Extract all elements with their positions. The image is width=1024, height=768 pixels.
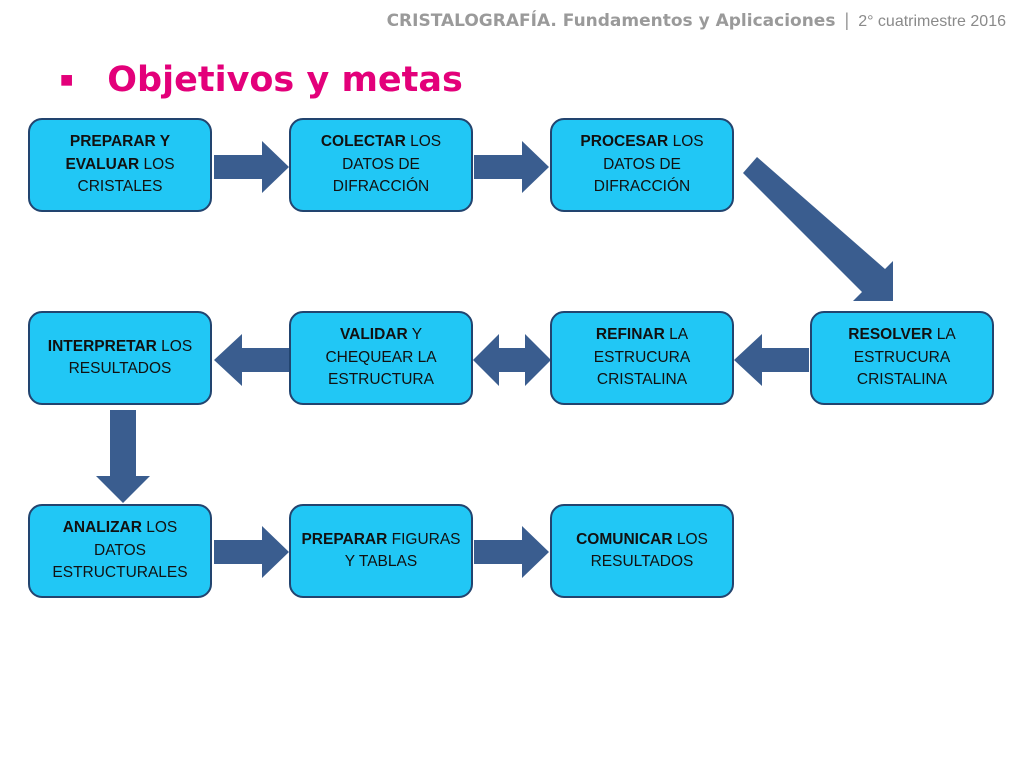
step-text: LA ESTRUCURA CRISTALINA [593,326,691,389]
step-comunicar-resultados: COMUNICAR LOS RESULTADOS [550,504,734,598]
arrow-right-3 [214,526,289,578]
header-separator: | [844,10,850,30]
arrow-right-1 [214,141,289,193]
step-refinar-estructura: REFINAR LA ESTRUCURA CRISTALINA [550,311,734,405]
arrow-right-4 [474,526,549,578]
course-title: CRISTALOGRAFÍA. Fundamentos y Aplicacion… [386,11,836,31]
arrow-right-2 [474,141,549,193]
step-validar-chequear: VALIDAR Y CHEQUEAR LA ESTRUCTURA [289,311,473,405]
step-text: Y CHEQUEAR LA ESTRUCTURA [325,326,437,389]
step-analizar-datos: ANALIZAR LOS DATOS ESTRUCTURALES [28,504,212,598]
step-keyword: COLECTAR [320,133,406,151]
step-keyword: ANALIZAR [62,519,142,537]
slide-header: CRISTALOGRAFÍA. Fundamentos y Aplicacion… [387,10,1006,31]
step-text: LOS DATOS DE DIFRACCIÓN [593,133,704,196]
step-preparar-evaluar-cristales: PREPARAR Y EVALUAR LOS CRISTALES [28,118,212,212]
page-title: Objetivos y metas [107,60,463,100]
step-resolver-estructura: RESOLVER LA ESTRUCURA CRISTALINA [810,311,994,405]
arrow-left-2 [214,334,290,386]
arrow-left-1 [734,334,809,386]
step-keyword: VALIDAR [339,326,408,344]
step-keyword: REFINAR [595,326,665,344]
course-term: 2° cuatrimestre 2016 [858,13,1006,30]
step-keyword: INTERPRETAR [47,337,157,355]
step-interpretar-resultados: INTERPRETAR LOS RESULTADOS [28,311,212,405]
step-text: FIGURAS Y TABLAS [344,530,461,570]
slide-title: ■ Objetivos y metas [60,60,463,100]
step-keyword: PROCESAR [580,133,669,151]
step-keyword: PREPARAR Y EVALUAR [65,133,171,173]
step-preparar-figuras: PREPARAR FIGURAS Y TABLAS [289,504,473,598]
step-text: LOS RESULTADOS [68,337,193,377]
step-keyword: PREPARAR [301,530,388,548]
step-procesar-datos: PROCESAR LOS DATOS DE DIFRACCIÓN [550,118,734,212]
step-text: LOS DATOS ESTRUCTURALES [52,519,188,582]
step-keyword: COMUNICAR [576,530,673,548]
step-text: LOS CRISTALES [77,155,175,196]
step-text: LA ESTRUCURA CRISTALINA [853,326,956,389]
step-text: LOS RESULTADOS [590,530,708,570]
arrow-diagonal-down [743,157,893,301]
step-keyword: RESOLVER [848,326,933,344]
step-text: LOS DATOS DE DIFRACCIÓN [332,133,442,196]
arrow-double-headed [473,334,551,386]
square-bullet-icon: ■ [60,67,74,92]
step-colectar-datos: COLECTAR LOS DATOS DE DIFRACCIÓN [289,118,473,212]
arrow-down [96,410,150,503]
